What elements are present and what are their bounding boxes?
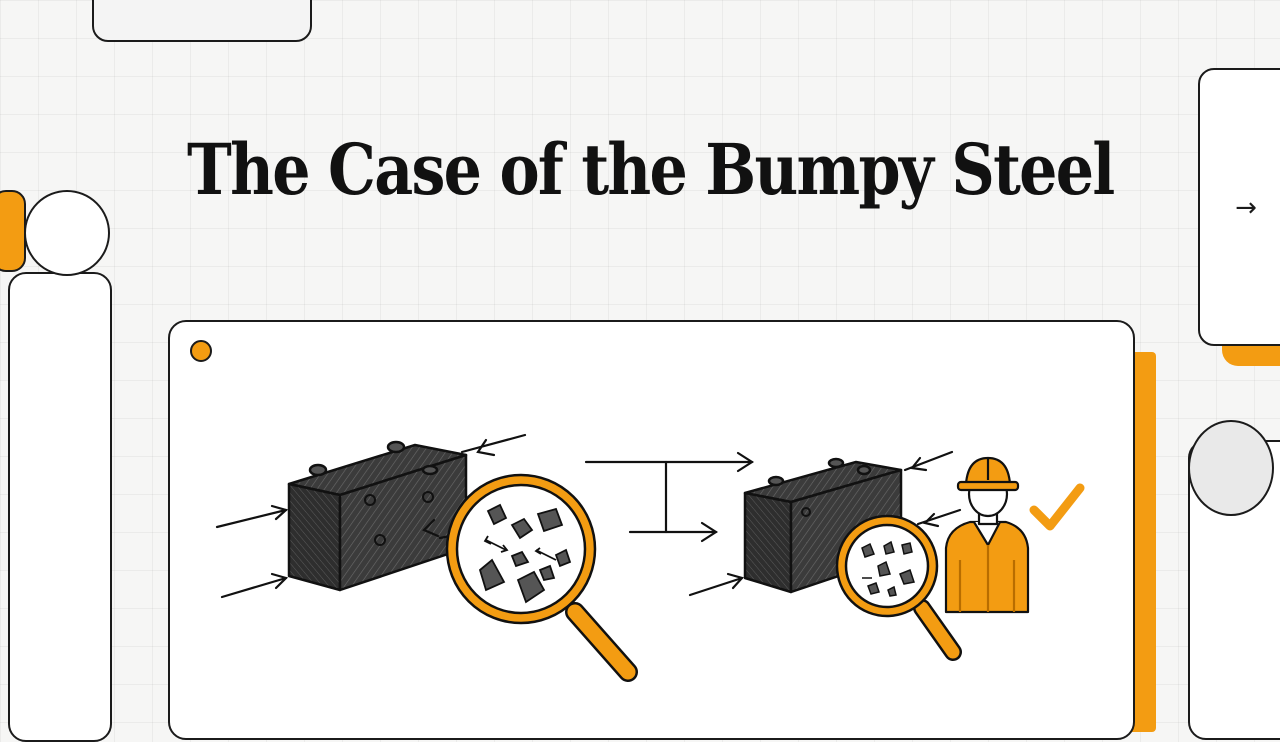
checkmark-icon — [1029, 483, 1085, 531]
next-slide-card[interactable] — [1198, 68, 1280, 346]
left-decor-card — [8, 272, 112, 742]
engineer-icon — [944, 470, 1030, 614]
card-dot-icon — [190, 340, 212, 362]
arrow-right-icon — [688, 450, 962, 597]
right-decor-circle — [1188, 420, 1274, 516]
arrow-right-icon — [584, 451, 755, 543]
left-decor-circle — [24, 190, 110, 276]
magnifying-glass-icon — [445, 473, 638, 682]
hard-hat-icon — [956, 456, 1020, 492]
top-decor-card — [92, 0, 312, 42]
steel-block-icon — [287, 440, 468, 592]
magnifying-glass-icon — [835, 514, 962, 661]
next-arrow-icon[interactable]: → — [1235, 193, 1257, 223]
page-title: The Case of the Bumpy Steel — [187, 128, 1115, 211]
left-orange-tab — [0, 190, 26, 272]
illustration-canvas — [215, 433, 1085, 682]
